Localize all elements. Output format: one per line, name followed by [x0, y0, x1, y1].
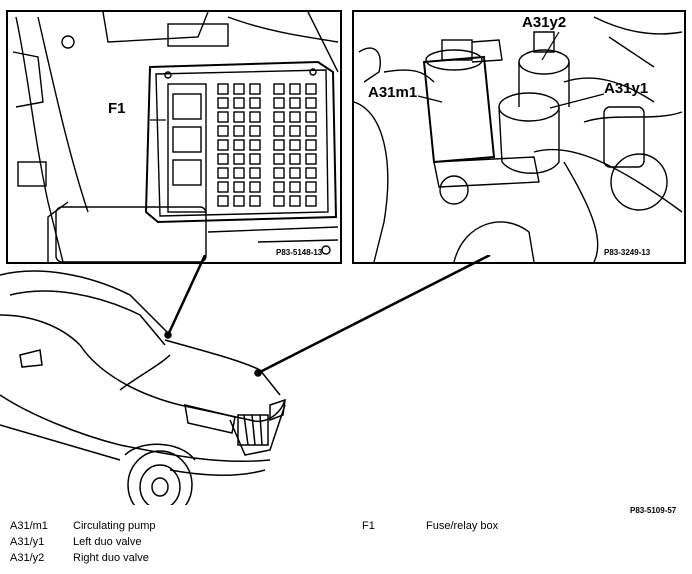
fuse-slot [273, 97, 285, 109]
fuse-slot [289, 111, 301, 123]
fuse-slot [273, 111, 285, 123]
fuse-slot [289, 181, 301, 193]
fuse-slot [305, 153, 317, 165]
fuse-slot [273, 83, 285, 95]
fuse-slot [217, 97, 229, 109]
legend-description: Left duo valve [73, 536, 142, 548]
fuse-slot [217, 111, 229, 123]
fuse-slot [305, 167, 317, 179]
fuse-slot [233, 83, 245, 95]
fuse-slot [305, 139, 317, 151]
legend-code: F1 [362, 520, 375, 532]
left-valve-callout-label: A31y1 [604, 80, 649, 97]
fuse-slot [289, 153, 301, 165]
fuse-slot [305, 181, 317, 193]
fuse-slot [233, 97, 245, 109]
legend-description: Fuse/relay box [426, 520, 499, 532]
right-valve-callout-label: A31y2 [522, 14, 567, 31]
fuse-slot [233, 181, 245, 193]
fuse-box-illustration [12, 12, 339, 262]
fuse-slot [249, 125, 261, 137]
fuse-slot [217, 153, 229, 165]
fuse-slot [249, 153, 261, 165]
legend-description: Right duo valve [73, 552, 149, 564]
left-panel-reference: P83-5148-13 [276, 248, 323, 257]
fuse-slot [273, 167, 285, 179]
fuse-slot [273, 181, 285, 193]
fuse-slot [289, 83, 301, 95]
fuse-slot [305, 83, 317, 95]
fuse-slot [273, 195, 285, 207]
callout-leader-lines [417, 31, 605, 109]
fuse-slot [233, 153, 245, 165]
fuse-slot [217, 195, 229, 207]
fuse-slot [249, 83, 261, 95]
fuse-slot [233, 167, 245, 179]
right-panel-reference: P83-3249-13 [604, 248, 651, 257]
fuse-slot [233, 139, 245, 151]
fuse-slot [305, 111, 317, 123]
fuse-slot [289, 97, 301, 109]
pump-callout-label: A31m1 [368, 84, 418, 101]
duo-valve-inset: A31m1 A31y2 A31y1 P83-3249-13 [352, 10, 686, 264]
fuse-slot [305, 125, 317, 137]
fuse-slot [249, 97, 261, 109]
fuse-box-callout-label: F1 [108, 100, 126, 117]
fuse-slot [217, 139, 229, 151]
fuse-slot [217, 181, 229, 193]
fuse-slot [273, 153, 285, 165]
fuse-slot [249, 139, 261, 151]
fuse-slot [305, 97, 317, 109]
fuse-slot [217, 125, 229, 137]
legend-code: A31/y1 [10, 536, 45, 548]
fuse-box-inset: F1 P83-5148-13 [6, 10, 342, 264]
fuse-slot [249, 167, 261, 179]
fuse-slot [289, 195, 301, 207]
fuse-slot [217, 83, 229, 95]
fuse-slot [249, 195, 261, 207]
fuse-slot [289, 167, 301, 179]
figure-reference: P83-5109-57 [630, 506, 677, 515]
fuse-slot [289, 139, 301, 151]
duo-valve-illustration [354, 16, 683, 262]
fuse-slot [273, 125, 285, 137]
legend-code: A31/y2 [10, 552, 45, 564]
legend-description: Circulating pump [73, 520, 156, 532]
fuse-slot [305, 195, 317, 207]
vehicle-illustration [0, 255, 491, 505]
legend-code: A31/m1 [10, 520, 48, 532]
fuse-slot [233, 111, 245, 123]
fuse-slot [273, 139, 285, 151]
fuse-slot [233, 195, 245, 207]
fuse-slot [217, 167, 229, 179]
fuse-slot [289, 125, 301, 137]
fuse-slot [233, 125, 245, 137]
fuse-slot [249, 111, 261, 123]
fuse-slot [249, 181, 261, 193]
